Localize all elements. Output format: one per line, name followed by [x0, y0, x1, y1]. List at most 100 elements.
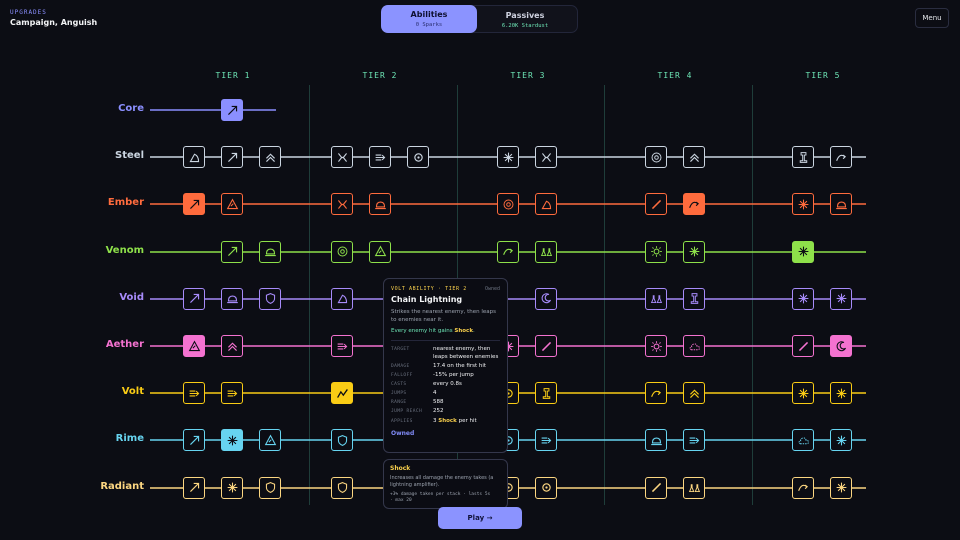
- tier-divider: [752, 85, 753, 505]
- ability-node[interactable]: [535, 429, 557, 452]
- ability-node[interactable]: [259, 240, 281, 263]
- ability-node[interactable]: [331, 240, 353, 263]
- stat-key: RANGE: [391, 400, 407, 406]
- ability-node[interactable]: [683, 240, 705, 263]
- ability-node[interactable]: [830, 476, 852, 499]
- ability-node[interactable]: [645, 382, 667, 405]
- ability-node[interactable]: [645, 287, 667, 310]
- ability-node[interactable]: [221, 146, 243, 169]
- ability-node[interactable]: [645, 146, 667, 169]
- ability-node[interactable]: [645, 335, 667, 357]
- ability-node[interactable]: [369, 240, 391, 263]
- ability-node[interactable]: [830, 287, 852, 310]
- ability-node[interactable]: [792, 382, 814, 405]
- ability-node[interactable]: [792, 240, 814, 263]
- row-label-void: Void: [119, 291, 144, 303]
- ability-node[interactable]: [183, 146, 205, 169]
- ability-node[interactable]: [497, 240, 519, 263]
- ability-node[interactable]: [535, 476, 557, 499]
- ability-node[interactable]: [183, 193, 205, 216]
- ability-node[interactable]: [259, 429, 281, 452]
- ability-node[interactable]: [683, 476, 705, 499]
- ability-node[interactable]: [792, 476, 814, 499]
- menu-button[interactable]: Menu: [915, 8, 949, 28]
- ability-node[interactable]: [683, 335, 705, 357]
- section-kicker: UPGRADES: [10, 9, 47, 16]
- ability-node[interactable]: [535, 193, 557, 216]
- ability-node[interactable]: [535, 146, 557, 169]
- arrow-icon: [226, 151, 239, 164]
- ability-node[interactable]: [221, 382, 243, 405]
- ability-node[interactable]: [830, 382, 852, 405]
- ability-node[interactable]: [369, 146, 391, 169]
- target-icon: [502, 198, 515, 211]
- ability-node[interactable]: [331, 429, 353, 452]
- ability-node[interactable]: [645, 476, 667, 499]
- zigzag-icon: [336, 387, 349, 400]
- ability-node[interactable]: [645, 429, 667, 452]
- ability-node[interactable]: [535, 287, 557, 310]
- ability-node[interactable]: [183, 335, 205, 357]
- ability-node[interactable]: [369, 193, 391, 216]
- ability-node[interactable]: [259, 476, 281, 499]
- ability-node[interactable]: [331, 476, 353, 499]
- ability-node[interactable]: [331, 146, 353, 169]
- ability-node[interactable]: [497, 193, 519, 216]
- page-title: Campaign, Anguish: [10, 18, 98, 27]
- ability-node[interactable]: [259, 287, 281, 310]
- slash-icon: [650, 198, 663, 211]
- arc-icon: [835, 151, 848, 164]
- ability-node[interactable]: [683, 146, 705, 169]
- ability-node[interactable]: [221, 240, 243, 263]
- dome-icon: [835, 198, 848, 211]
- ability-node[interactable]: [407, 146, 429, 169]
- play-button[interactable]: Play →: [438, 507, 522, 529]
- ability-node[interactable]: [221, 287, 243, 310]
- ability-node[interactable]: [259, 146, 281, 169]
- ability-node[interactable]: [497, 146, 519, 169]
- ability-node[interactable]: [221, 335, 243, 357]
- ability-node[interactable]: [331, 193, 353, 216]
- ability-node[interactable]: [683, 287, 705, 310]
- status-effect-stats-line: · max 20: [390, 498, 412, 504]
- ability-node[interactable]: [331, 382, 353, 405]
- ability-node[interactable]: [645, 193, 667, 216]
- ability-node[interactable]: [535, 335, 557, 357]
- ability-node[interactable]: [331, 287, 353, 310]
- tab-abilities[interactable]: Abilities 0 Sparks: [381, 5, 477, 33]
- ability-node[interactable]: [221, 476, 243, 499]
- ability-node[interactable]: [792, 335, 814, 357]
- cloud-icon: [688, 340, 701, 353]
- ability-node[interactable]: [830, 193, 852, 216]
- ability-node[interactable]: [221, 429, 243, 452]
- ability-node[interactable]: [535, 240, 557, 263]
- ability-node[interactable]: [683, 193, 705, 216]
- tooltip-owned-tag: Owned: [484, 286, 500, 292]
- ability-node[interactable]: [683, 382, 705, 405]
- ability-node[interactable]: [183, 382, 205, 405]
- ring-icon: [540, 481, 553, 494]
- ability-node[interactable]: [645, 240, 667, 263]
- ability-node[interactable]: [830, 146, 852, 169]
- ability-node[interactable]: [331, 335, 353, 357]
- ability-node[interactable]: [221, 99, 243, 121]
- chevrons-icon: [688, 387, 701, 400]
- moon-icon: [540, 292, 553, 305]
- ability-node[interactable]: [183, 429, 205, 452]
- ability-node[interactable]: [683, 429, 705, 452]
- ability-node[interactable]: [830, 429, 852, 452]
- status-effect-tooltip: Shock Increases all damage the enemy tak…: [383, 459, 508, 509]
- ability-node[interactable]: [183, 476, 205, 499]
- ability-node[interactable]: [792, 287, 814, 310]
- ability-node[interactable]: [535, 382, 557, 405]
- ability-node[interactable]: [221, 193, 243, 216]
- ability-node[interactable]: [183, 287, 205, 310]
- track-line-void: [150, 297, 866, 300]
- tab-passives[interactable]: Passives 6.20K Stardust: [477, 6, 573, 34]
- ability-node[interactable]: [792, 429, 814, 452]
- ability-node[interactable]: [792, 146, 814, 169]
- ability-node[interactable]: [792, 193, 814, 216]
- ability-node[interactable]: [830, 335, 852, 357]
